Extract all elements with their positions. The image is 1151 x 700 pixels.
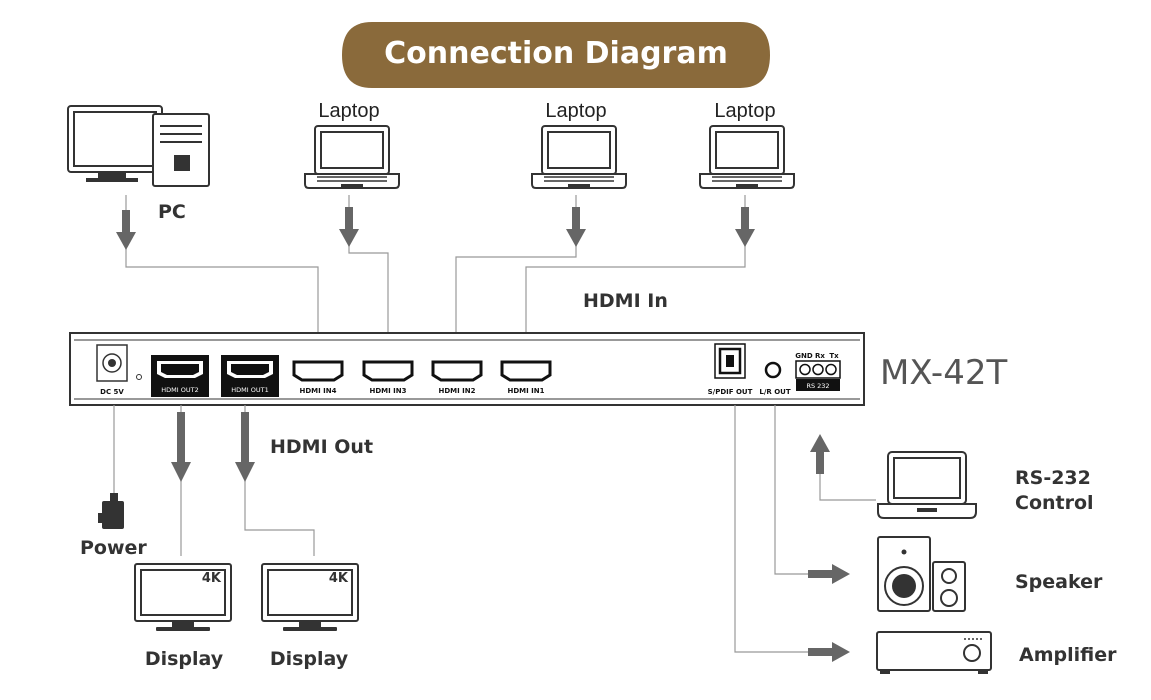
power-adapter-icon: [98, 493, 124, 529]
hdmi-out-label: HDMI Out: [270, 436, 373, 458]
port-rs232: GND Rx Tx RS 232: [795, 352, 841, 391]
display-2-badge: 4K: [329, 571, 349, 586]
hdmi-in4-label: HDMI IN4: [299, 387, 336, 395]
port-spdif: S/PDIF OUT: [708, 343, 753, 396]
pc-icon: [67, 105, 210, 187]
display-2-label: Display: [270, 648, 349, 670]
port-hdmi-in2: HDMI IN2: [431, 360, 483, 395]
lr-label: L/R OUT: [759, 388, 790, 396]
pc-label: PC: [158, 201, 186, 223]
laptop-label-2: Laptop: [545, 100, 606, 122]
laptop-label-1: Laptop: [318, 100, 379, 122]
laptop-icon: [304, 125, 400, 189]
display-1-label: Display: [145, 648, 224, 670]
rs232-control-label-2: Control: [1015, 492, 1094, 514]
dc-port-label: DC 5V: [100, 388, 124, 396]
output-arrows: [171, 412, 850, 662]
power-label: Power: [80, 537, 147, 559]
model-label: MX-42T: [880, 353, 1007, 393]
speaker-icon: [877, 536, 966, 612]
rs232-pin-rx: Rx: [815, 352, 825, 360]
hdmi-out2-label: HDMI OUT2: [161, 386, 198, 394]
amplifier-label: Amplifier: [1019, 644, 1117, 666]
amplifier-icon: [876, 631, 992, 674]
display-1-badge: 4K: [202, 571, 222, 586]
speaker-label: Speaker: [1015, 571, 1103, 593]
port-hdmi-out2: HDMI OUT2: [151, 355, 209, 397]
rs232-control-label-1: RS-232: [1015, 467, 1091, 489]
display-icon: 4K: [261, 563, 359, 631]
rs232-label: RS 232: [806, 382, 829, 390]
port-hdmi-in3: HDMI IN3: [362, 360, 414, 395]
title-banner: Connection Diagram: [342, 22, 770, 88]
rs232-pin-gnd: GND: [795, 352, 813, 360]
title: Connection Diagram: [384, 36, 728, 71]
port-hdmi-in1: HDMI IN1: [500, 360, 552, 395]
port-dc: DC 5V: [96, 344, 142, 396]
spdif-label: S/PDIF OUT: [708, 388, 753, 396]
hdmi-in2-label: HDMI IN2: [438, 387, 475, 395]
hdmi-out1-label: HDMI OUT1: [231, 386, 268, 394]
laptop-icon: [877, 451, 977, 519]
rs232-pin-tx: Tx: [829, 352, 839, 360]
input-arrows: [116, 207, 755, 250]
hdmi-in1-label: HDMI IN1: [507, 387, 544, 395]
hdmi-in-label: HDMI In: [583, 290, 668, 312]
laptop-label-3: Laptop: [714, 100, 775, 122]
port-lr: L/R OUT: [759, 361, 791, 396]
hdmi-in3-label: HDMI IN3: [369, 387, 406, 395]
laptop-icon: [699, 125, 795, 189]
port-hdmi-out1: HDMI OUT1: [221, 355, 279, 397]
port-hdmi-in4: HDMI IN4: [292, 360, 344, 395]
display-icon: 4K: [134, 563, 232, 631]
laptop-icon: [531, 125, 627, 189]
